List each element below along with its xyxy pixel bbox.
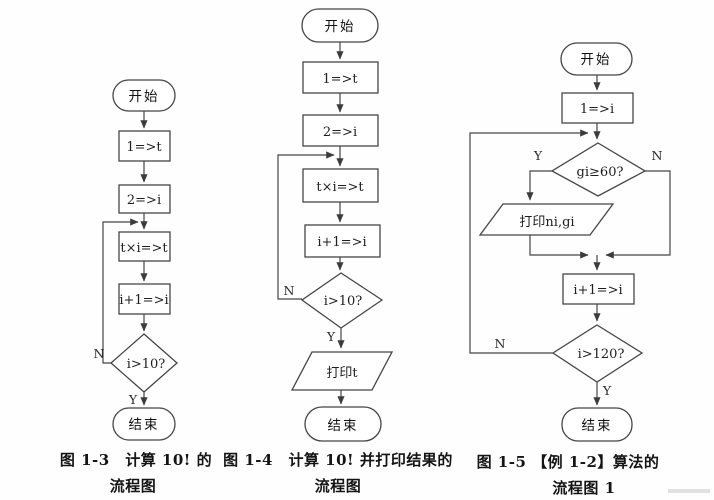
fc2-end-label: 结束 xyxy=(328,418,359,434)
flowchart-2: 开始 1=>t 2=>i t×i=>t i+1=>i i>10? N Y 打印t… xyxy=(223,8,453,495)
fc2-loop-line xyxy=(277,151,335,300)
fc2-process-2-label: 2=>i xyxy=(323,125,357,140)
fc2-decision-label: i>10? xyxy=(324,294,363,309)
fc3-process-1-label: 1=>i xyxy=(580,102,614,117)
fc3-yes-branch-line xyxy=(526,170,552,201)
fc2-caption-line2: 流程图 xyxy=(315,477,362,495)
fc3-end-label: 结束 xyxy=(582,418,613,434)
fc2-caption-line1: 图 1-4 计算 10! 并打印结果的 xyxy=(223,451,453,469)
fc1-process-3-label: t×i=>t xyxy=(120,241,168,256)
fc3-outer-loop-line xyxy=(469,129,589,354)
fc3-caption-line2: 流程图 1 xyxy=(552,479,615,497)
fc1-yes-label: Y xyxy=(128,392,138,407)
fc2-process-3-label: t×i=>t xyxy=(316,180,364,195)
fc3-decision-1-label: gi≥60? xyxy=(577,165,624,180)
fc3-process-2 xyxy=(562,273,635,305)
faint-watermark xyxy=(668,489,710,493)
fc1-end-terminator xyxy=(112,407,176,441)
fc3-yes-label-2: Y xyxy=(602,383,612,398)
fc1-process-1-label: 1=>t xyxy=(126,140,162,155)
fc2-process-4 xyxy=(304,224,381,258)
fc1-caption-line1: 图 1-3 计算 10! 的 xyxy=(60,451,212,469)
fc3-caption-line1: 图 1-5 【例 1-2】算法的 xyxy=(477,453,660,471)
flowchart-1: 开始 1=>t 2=>i t×i=>t i+1=>i i>10? N Y 结束 … xyxy=(60,79,212,495)
fc3-no-branch-line xyxy=(605,170,671,259)
fc1-process-2-label: 2=>i xyxy=(127,193,161,208)
fc2-yes-label: Y xyxy=(326,329,336,344)
fc3-process-2-label: i+1=>i xyxy=(573,283,622,298)
fc1-start-label: 开始 xyxy=(129,89,160,105)
fc2-process-4-label: i+1=>i xyxy=(317,235,366,250)
fc2-end-terminator xyxy=(304,406,382,442)
fc1-process-1 xyxy=(118,130,171,162)
fc3-print-parallelogram xyxy=(478,203,615,236)
fc1-decision-label: i>10? xyxy=(127,357,166,372)
fc3-decision-1 xyxy=(550,142,647,197)
fc2-process-1-label: 1=>t xyxy=(322,72,358,87)
fc1-process-4 xyxy=(118,283,171,315)
fc2-print-label: 打印t xyxy=(326,366,358,381)
fc2-process-1 xyxy=(302,61,379,94)
fc1-process-3 xyxy=(118,231,171,262)
fc3-decision-2-label: i>120? xyxy=(578,347,625,362)
fc3-start-label: 开始 xyxy=(581,52,612,68)
fc3-no-label-2: N xyxy=(495,336,506,351)
fc3-yes-label-1: Y xyxy=(533,148,543,163)
fc3-no-label-1: N xyxy=(652,148,663,163)
fc1-caption-line2: 流程图 xyxy=(110,477,157,495)
fc2-no-label: N xyxy=(284,283,295,298)
fc2-print-parallelogram xyxy=(290,351,394,391)
fc2-start-label: 开始 xyxy=(325,19,356,35)
fc2-process-3 xyxy=(302,168,379,203)
fc1-process-4-label: i+1=>i xyxy=(119,293,168,308)
fc3-print-out-line xyxy=(529,235,589,259)
fc1-end-label: 结束 xyxy=(129,417,160,433)
fc3-print-label: 打印ni,gi xyxy=(519,215,574,230)
flowchart-3: 开始 1=>i gi≥60? Y N 打印ni,gi i+1=>i i>120?… xyxy=(469,42,671,497)
fc1-no-label: N xyxy=(94,346,105,361)
fc1-loop-line xyxy=(102,218,139,364)
fc3-end-terminator xyxy=(561,407,633,442)
